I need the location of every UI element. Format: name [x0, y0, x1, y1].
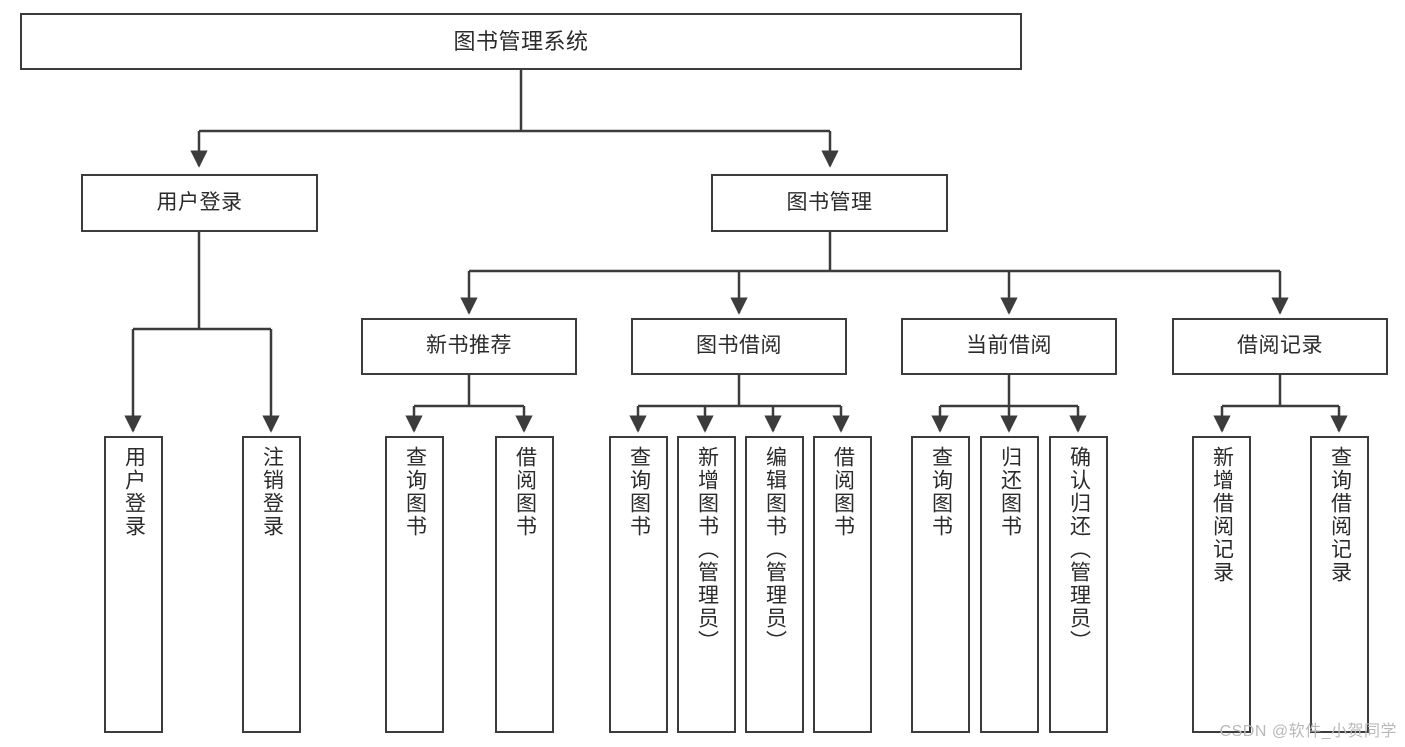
node-root-system[interactable]: 图书管理系统	[20, 13, 1022, 70]
leaf-new-book-borrow[interactable]: 借阅图书	[495, 436, 554, 733]
leaf-borrow-record-add[interactable]: 新增借阅记录	[1192, 436, 1251, 733]
node-label: 当前借阅	[966, 334, 1052, 358]
node-label: 注销登录	[260, 446, 284, 538]
node-current-borrow[interactable]: 当前借阅	[901, 318, 1117, 375]
node-label: 新增借阅记录	[1210, 446, 1234, 584]
node-label: 用户登录	[122, 446, 146, 538]
node-borrow-record[interactable]: 借阅记录	[1172, 318, 1388, 375]
node-label: 查询图书	[627, 446, 651, 538]
node-label: 图书借阅	[696, 334, 782, 358]
node-label: 借阅图书	[831, 446, 855, 538]
node-label: 编辑图书（管理员）	[763, 446, 787, 653]
node-new-book-recommend[interactable]: 新书推荐	[361, 318, 577, 375]
leaf-book-borrow-add[interactable]: 新增图书（管理员）	[677, 436, 736, 733]
node-label: 借阅图书	[513, 446, 537, 538]
leaf-book-borrow-query[interactable]: 查询图书	[609, 436, 668, 733]
leaf-book-borrow-edit[interactable]: 编辑图书（管理员）	[745, 436, 804, 733]
leaf-user-login-logout[interactable]: 注销登录	[242, 436, 301, 733]
node-label: 新增图书（管理员）	[695, 446, 719, 653]
leaf-current-borrow-query[interactable]: 查询图书	[911, 436, 970, 733]
node-label: 借阅记录	[1237, 334, 1323, 358]
leaf-new-book-query[interactable]: 查询图书	[385, 436, 444, 733]
leaf-book-borrow-borrow[interactable]: 借阅图书	[813, 436, 872, 733]
node-label: 查询借阅记录	[1328, 446, 1352, 584]
leaf-borrow-record-query[interactable]: 查询借阅记录	[1310, 436, 1369, 733]
leaf-current-borrow-confirm-return[interactable]: 确认归还（管理员）	[1049, 436, 1108, 733]
leaf-current-borrow-return[interactable]: 归还图书	[980, 436, 1039, 733]
node-label: 查询图书	[403, 446, 427, 538]
node-label: 查询图书	[929, 446, 953, 538]
node-label: 图书管理	[786, 190, 873, 214]
node-book-management[interactable]: 图书管理	[711, 174, 948, 232]
node-label: 确认归还（管理员）	[1067, 446, 1091, 653]
node-label: 图书管理系统	[453, 28, 589, 54]
node-book-borrow[interactable]: 图书借阅	[631, 318, 847, 375]
watermark: CSDN @软件_小贺同学	[1219, 723, 1397, 740]
node-label: 新书推荐	[426, 334, 512, 358]
node-label: 用户登录	[156, 190, 243, 214]
node-user-login[interactable]: 用户登录	[81, 174, 318, 232]
leaf-user-login-login[interactable]: 用户登录	[104, 436, 163, 733]
node-label: 归还图书	[998, 446, 1022, 538]
